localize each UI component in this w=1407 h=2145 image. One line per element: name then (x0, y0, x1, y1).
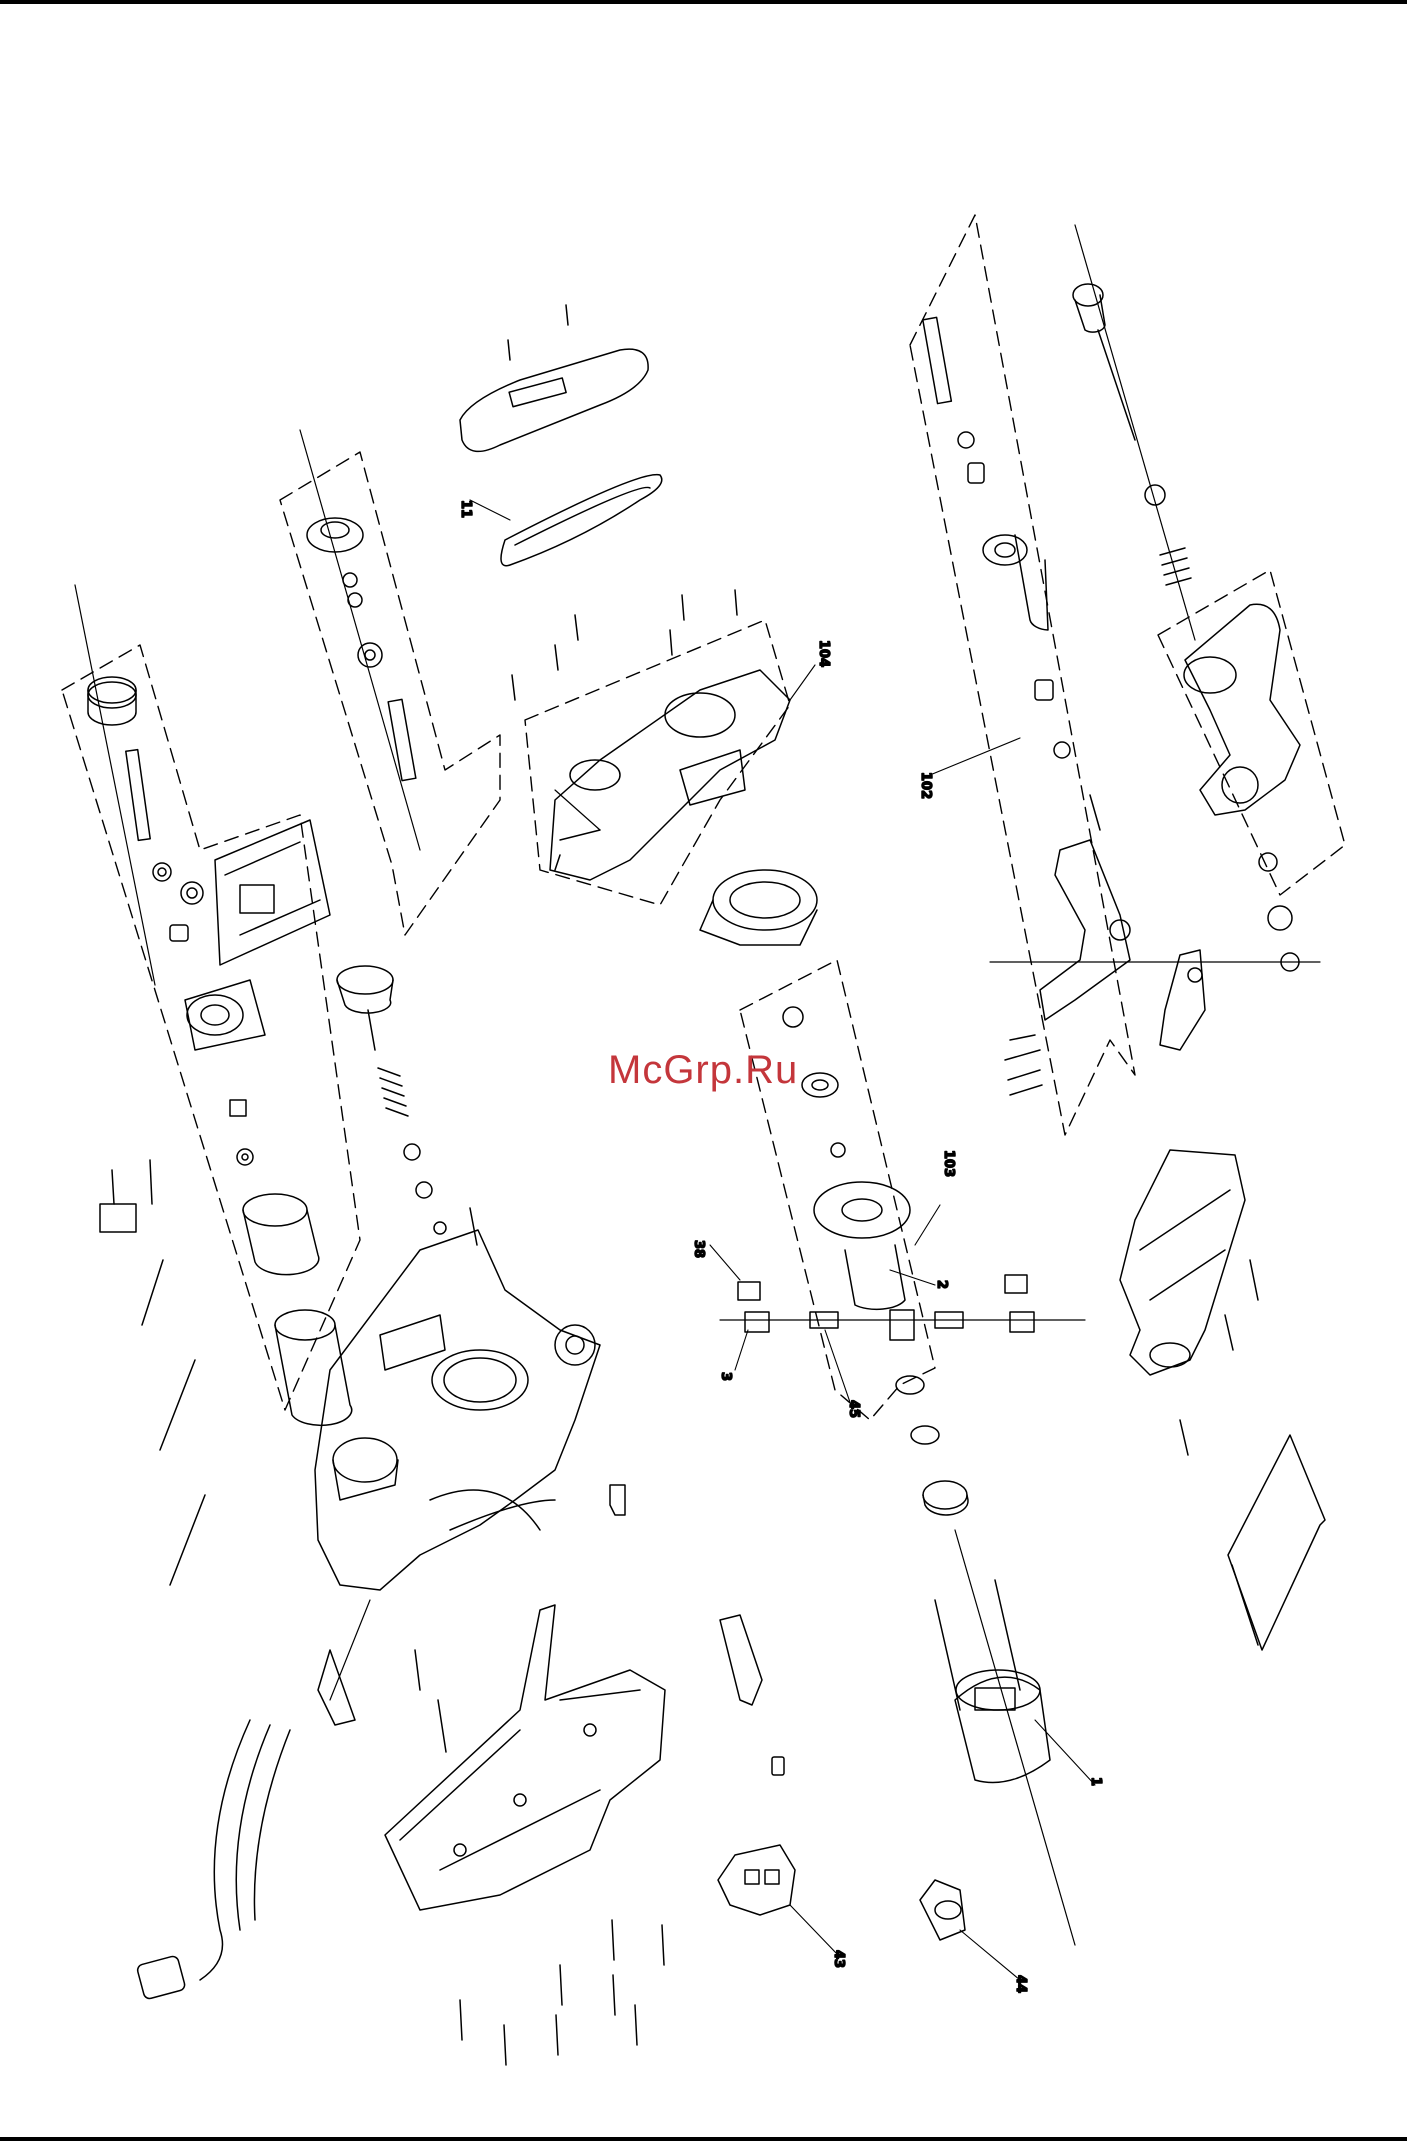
drive-belt (501, 475, 662, 566)
callout-103: 103 (941, 1150, 956, 1177)
callout-44: 44 (1013, 1975, 1028, 1993)
switch-parts (718, 1615, 965, 1940)
gear-housing (512, 590, 790, 880)
left-loose-parts (100, 1160, 205, 1585)
gear-housing-outline (525, 620, 790, 905)
field-stator (935, 1580, 1050, 1783)
handle-half (385, 1605, 665, 1910)
armature-assembly-outline (740, 960, 935, 1420)
left-assembly-outline (62, 645, 360, 1410)
right-lever-assembly-outline (910, 215, 1135, 1135)
right-upper-parts (923, 317, 1100, 830)
callout-43: 43 (831, 1950, 846, 1968)
callout-11: 11 (458, 500, 473, 518)
callout-1: 1 (1088, 1777, 1103, 1786)
right-knob-spring (1073, 284, 1300, 930)
motor-housing (315, 1230, 625, 1590)
right-spring-assembly-outline (1158, 570, 1345, 895)
switch-box (1120, 1150, 1258, 1455)
screws-bottom (460, 1920, 664, 2065)
callout-102: 102 (918, 772, 933, 799)
callout-3: 3 (718, 1372, 733, 1381)
brush-holders (738, 1275, 1034, 1332)
callout-38: 38 (691, 1240, 706, 1258)
power-cord (136, 1650, 355, 2000)
belt-cover (460, 305, 648, 451)
fan-guard (700, 870, 817, 945)
watermark-text: McGrp.Ru (608, 1048, 798, 1093)
manual-plate (1228, 1435, 1325, 1650)
pulley-shaft (307, 518, 416, 781)
callout-2: 2 (934, 1280, 949, 1289)
callout-104: 104 (816, 640, 831, 667)
callout-45: 45 (846, 1400, 861, 1418)
lever-assembly (1005, 840, 1299, 1095)
armature (783, 1007, 968, 1515)
